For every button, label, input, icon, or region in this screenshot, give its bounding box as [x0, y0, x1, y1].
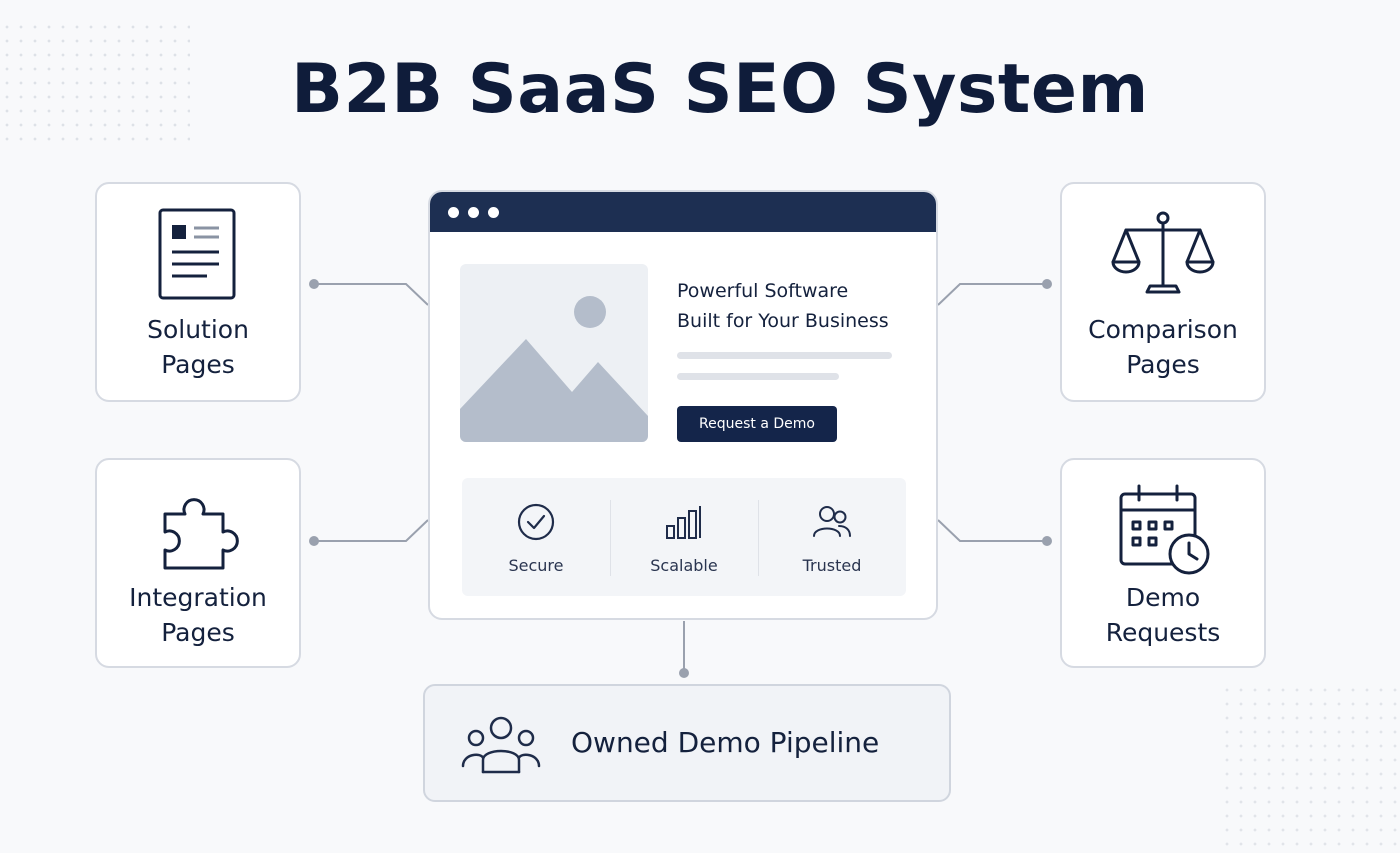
connector-dot-comparison: [1042, 279, 1052, 289]
card-label-line1: Solution: [147, 315, 249, 344]
users-icon: [813, 506, 851, 537]
feature-label: Secure: [508, 556, 564, 575]
card-integration-pages[interactable]: Integration Pages: [95, 458, 301, 668]
card-label-line1: Demo: [1125, 583, 1201, 612]
connector-comparison: [937, 283, 1047, 306]
card-label-line1: Comparison: [1088, 315, 1238, 344]
connector-solution: [314, 283, 429, 306]
card-comparison-pages[interactable]: Comparison Pages: [1060, 182, 1266, 402]
pipeline-label: Owned Demo Pipeline: [571, 726, 880, 759]
image-placeholder: [460, 264, 648, 442]
card-label: Solution Pages: [97, 312, 299, 382]
card-label-line2: Pages: [1126, 350, 1200, 379]
request-demo-button[interactable]: Request a Demo: [677, 406, 837, 442]
card-demo-requests[interactable]: Demo Requests: [1060, 458, 1266, 668]
decorative-dot-grid-bottom-right: [1220, 683, 1400, 853]
hero-headline-line2: Built for Your Business: [677, 310, 889, 332]
team-icon: [461, 716, 541, 774]
feature-label: Scalable: [650, 556, 718, 575]
window-dot: [468, 207, 479, 218]
feature-label: Trusted: [802, 556, 862, 575]
connector-demo: [937, 519, 1047, 542]
card-label-line2: Pages: [161, 350, 235, 379]
card-label: Integration Pages: [97, 580, 299, 650]
card-label-line2: Pages: [161, 618, 235, 647]
window-dot: [488, 207, 499, 218]
feature-secure: Secure: [462, 478, 610, 596]
mountain-image-icon: [460, 296, 648, 442]
feature-scalable: Scalable: [610, 478, 758, 596]
text-placeholder-line: [677, 352, 892, 359]
card-label-line1: Integration: [129, 583, 267, 612]
feature-divider: [758, 500, 759, 576]
connector-dot-solution: [309, 279, 319, 289]
window-dot: [448, 207, 459, 218]
connector-dot-integration: [309, 536, 319, 546]
hero-headline-line1: Powerful Software: [677, 280, 849, 302]
browser-title-bar: [430, 192, 936, 232]
card-label: Demo Requests: [1062, 580, 1264, 650]
browser-mockup: Powerful Software Built for Your Busines…: [428, 190, 938, 620]
card-label: Comparison Pages: [1062, 312, 1264, 382]
document-icon: [158, 208, 236, 300]
check-circle-icon: [517, 503, 555, 541]
bar-chart-icon: [666, 506, 701, 539]
feature-divider: [610, 500, 611, 576]
owned-demo-pipeline-box[interactable]: Owned Demo Pipeline: [423, 684, 951, 802]
hero-headline: Powerful Software Built for Your Busines…: [677, 276, 927, 336]
feature-strip: Secure Scalable: [462, 478, 906, 596]
calendar-clock-icon: [1119, 484, 1210, 575]
feature-trusted: Trusted: [758, 478, 906, 596]
connector-integration: [314, 519, 429, 542]
card-label-line2: Requests: [1105, 618, 1221, 647]
decorative-dot-grid-top-left: [0, 20, 190, 145]
page-title: B2B SaaS SEO System: [291, 50, 1149, 129]
balance-scale-icon: [1111, 211, 1215, 294]
connector-dot-pipeline: [679, 668, 689, 678]
connector-dot-demo: [1042, 536, 1052, 546]
puzzle-piece-icon: [163, 498, 239, 570]
card-solution-pages[interactable]: Solution Pages: [95, 182, 301, 402]
text-placeholder-line: [677, 373, 839, 380]
